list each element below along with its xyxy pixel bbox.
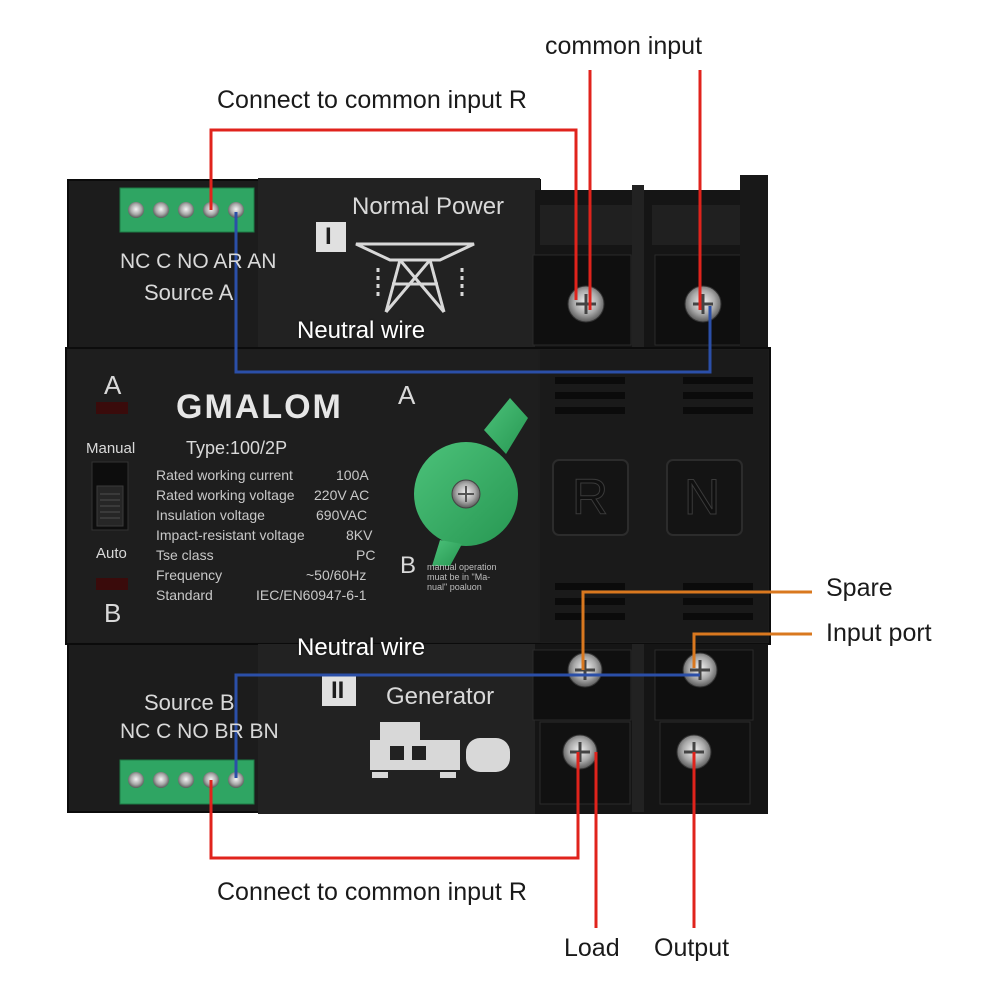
spec-row-label: Rated working current [156,467,293,483]
auto-mode-label: Auto [96,545,127,562]
input-port-callout: Input port [826,619,932,647]
spare-callout: Spare [826,574,893,602]
spec-row-value: IEC/EN60947-6-1 [256,587,367,603]
spec-row-label: Tse class [156,547,214,563]
spec-row-label: Insulation voltage [156,507,265,523]
blue-wire-bottom [234,673,700,778]
rotary-handle [414,398,528,566]
neutral-wire-top-label: Neutral wire [296,317,426,345]
normal-power-label: Normal Power [352,193,505,220]
spec-row-value: 100A [336,467,369,483]
spec-row-value: 220V AC [314,487,370,503]
spec-row-value: PC [356,547,376,563]
terminal-r-letter: R [571,469,609,526]
neutral-wire-bottom-label: Neutral wire [296,634,426,662]
roman-i-label: I [325,223,332,250]
roman-ii-label: II [331,677,345,704]
spec-row-value: 8KV [346,527,373,543]
top-green-terminal-strip [119,187,255,233]
vent-slots [555,377,753,620]
spec-row-value: 690VAC [316,507,368,523]
generator-label: Generator [386,683,495,710]
spec-row-label: Standard [156,587,213,603]
type-label: Type:100/2P [186,438,288,458]
manual-operation-note: manual operation muat be in "Ma- nual" p… [427,562,497,592]
spec-row-value: ~50/60Hz [306,567,367,583]
indicator-a-led [96,402,128,414]
power-pylon-icon [355,242,475,313]
generator-icon [370,722,510,778]
terminal-n-letter: N [683,469,721,526]
bottom-green-terminal-strip [119,759,255,805]
top-pin-labels: NC C NO AR AN [120,250,277,273]
red-wire-bottom [209,752,696,928]
source-a-label: Source A [144,280,234,305]
indicator-a-label: A [104,370,122,400]
handle-a-label: A [398,380,416,410]
indicator-b-label: B [104,598,122,628]
spec-row-label: Impact-resistant voltage [156,527,305,543]
handle-b-label: B [400,552,417,579]
brand-logo-text: GMALOM [176,388,343,426]
spec-row-label: Rated working voltage [156,487,295,503]
manual-mode-label: Manual [86,440,136,457]
orange-wires [581,590,812,670]
terminal-r-emboss [552,459,629,536]
output-callout: Output [654,934,730,962]
blue-wire-top [234,212,712,374]
common-input-callout: common input [545,32,703,60]
terminal-n-emboss [666,459,743,536]
connect-common-input-top-callout: Connect to common input R [217,86,527,114]
spec-row-label: Frequency [156,567,223,583]
source-b-label: Source B [144,690,235,715]
connect-common-input-bottom-callout: Connect to common input R [217,878,527,906]
roman-i-box [316,222,346,252]
bottom-pin-labels: NC C NO BR BN [120,720,279,743]
indicator-b-led [96,578,128,590]
red-wire-top [209,70,702,310]
load-callout: Load [564,934,620,962]
roman-ii-box [322,676,356,706]
